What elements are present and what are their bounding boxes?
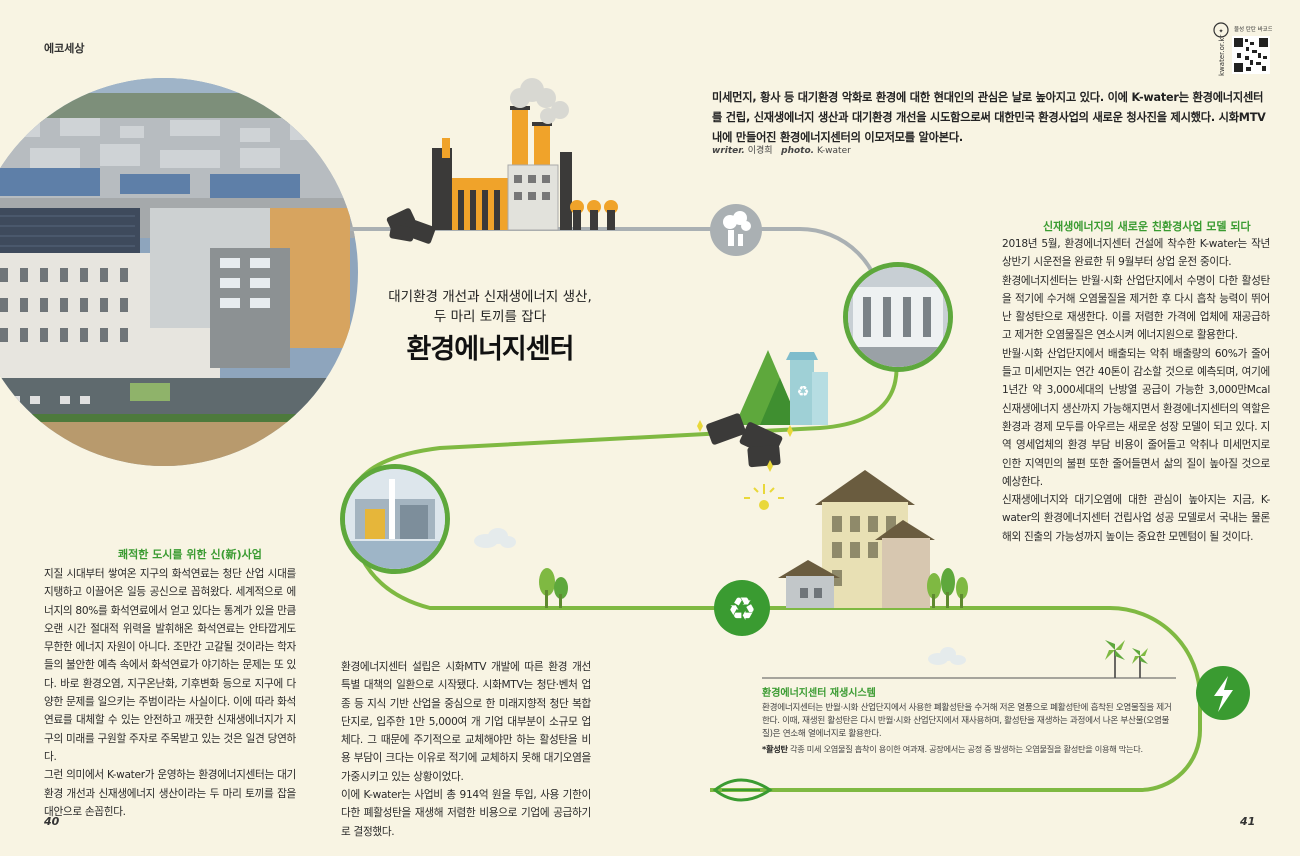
page-number-right: 41 bbox=[1240, 815, 1256, 828]
tree-icon bbox=[539, 568, 968, 608]
article-credits: writer. 이경희 photo. K-water bbox=[712, 143, 851, 156]
footnote-term: *활성탄 bbox=[762, 744, 788, 754]
svg-text:♻: ♻ bbox=[797, 384, 810, 400]
section-heading-left: 쾌적한 도시를 위한 신(新)사업 bbox=[118, 548, 262, 561]
pinwheel-icon bbox=[1105, 640, 1148, 678]
smoke-cloud-icon bbox=[510, 78, 569, 124]
sparkle-icon bbox=[744, 484, 784, 499]
subtitle-line-1: 대기환경 개선과 신재생에너지 생산, bbox=[388, 289, 592, 305]
writer-label: writer. bbox=[712, 146, 745, 156]
recycle-icon: ♻ bbox=[797, 384, 810, 400]
article-title: 환경에너지센터 bbox=[406, 334, 575, 365]
footnote-text: 각종 미세 오염물질 흡착이 용이한 여과재. 공장에서는 공정 중 발생하는 … bbox=[790, 744, 1143, 754]
paragraph: 이에 K-water는 사업비 총 914억 원을 투입, 사용 기한이 다한 … bbox=[341, 789, 591, 838]
qr-code[interactable]: ✦ 물성 탄탄 바코드 kwater.or.kr bbox=[1212, 20, 1273, 78]
regeneration-system-box: 환경에너지센터 재생시스템 환경에너지센터는 반월·시화 산업단지에서 사용한 … bbox=[762, 684, 1174, 755]
house-icon bbox=[778, 470, 935, 608]
system-description: 환경에너지센터는 반월·시화 산업단지에서 사용한 폐활성탄을 수거해 저온 열… bbox=[762, 703, 1172, 739]
section-heading-right: 신재생에너지의 새로운 친환경사업 모델 되다 bbox=[1043, 220, 1251, 233]
photo-credit: K-water bbox=[816, 146, 851, 156]
leaf-arrow-icon bbox=[712, 778, 773, 802]
paragraph: 그런 의미에서 K-water가 운영하는 환경에너지센터는 대기환경 개선과 … bbox=[44, 769, 296, 818]
photo-label: photo. bbox=[781, 146, 815, 156]
mountain-icon bbox=[735, 350, 828, 425]
paragraph: 신재생에너지와 대기오염에 대한 관심이 높아지는 지금, K-water의 환… bbox=[1002, 494, 1270, 543]
writer-name: 이경희 bbox=[747, 146, 773, 156]
paragraph: 2018년 5월, 환경에너지센터 건설에 착수한 K-water는 작년 상반… bbox=[1002, 238, 1270, 269]
article-subtitle: 대기환경 개선과 신재생에너지 생산, 두 마리 토끼를 잡다 bbox=[375, 287, 605, 327]
paragraph: 반월·시화 산업단지에서 배출되는 악취 배출량의 60%가 줄어들고 미세먼지… bbox=[1002, 347, 1270, 488]
sparkle-icon bbox=[697, 420, 793, 472]
lightning-icon bbox=[1214, 676, 1233, 712]
paragraph: 지질 시대부터 쌓여온 지구의 화석연료는 청단 산업 시대를 지탱하고 이끌어… bbox=[44, 568, 296, 763]
subtitle-line-2: 두 마리 토끼를 잡다 bbox=[433, 309, 547, 325]
charcoal-icon bbox=[706, 413, 783, 468]
paragraph: 환경에너지센터 설립은 시화MTV 개발에 따른 환경 개선 특별 대책의 일환… bbox=[341, 661, 591, 783]
page-number-left: 40 bbox=[44, 815, 60, 828]
facility-interior-photo bbox=[843, 262, 953, 372]
plant-machinery-photo bbox=[340, 464, 450, 574]
right-column-body: 2018년 5월, 환경에너지센터 건설에 착수한 K-water는 작년 상반… bbox=[1002, 235, 1270, 546]
system-heading: 환경에너지센터 재생시스템 bbox=[762, 688, 876, 699]
factory-icon bbox=[432, 78, 618, 231]
middle-column-body: 환경에너지센터 설립은 시화MTV 개발에 따른 환경 개선 특별 대책의 일환… bbox=[341, 658, 591, 841]
left-column-body: 지질 시대부터 쌓여온 지구의 화석연료는 청단 산업 시대를 지탱하고 이끌어… bbox=[44, 565, 296, 821]
article-lead: 미세먼지, 황사 등 대기환경 악화로 환경에 대한 현대인의 관심은 날로 높… bbox=[712, 91, 1266, 144]
footnote: *활성탄 각종 미세 오염물질 흡착이 용이한 여과재. 공장에서는 공정 중 … bbox=[762, 743, 1174, 755]
recycle-icon: ♻ bbox=[728, 590, 757, 628]
paragraph: 환경에너지센터는 반월·시화 산업단지에서 수명이 다한 활성탄을 적기에 수거… bbox=[1002, 274, 1270, 342]
svg-text:♻: ♻ bbox=[728, 590, 757, 628]
charcoal-icon bbox=[386, 208, 436, 244]
section-label: 에코세상 bbox=[44, 42, 85, 55]
qr-caption: kwater.or.kr bbox=[1218, 35, 1226, 76]
qr-title: 물성 탄탄 바코드 bbox=[1234, 25, 1272, 33]
svg-text:✦: ✦ bbox=[1218, 28, 1223, 35]
